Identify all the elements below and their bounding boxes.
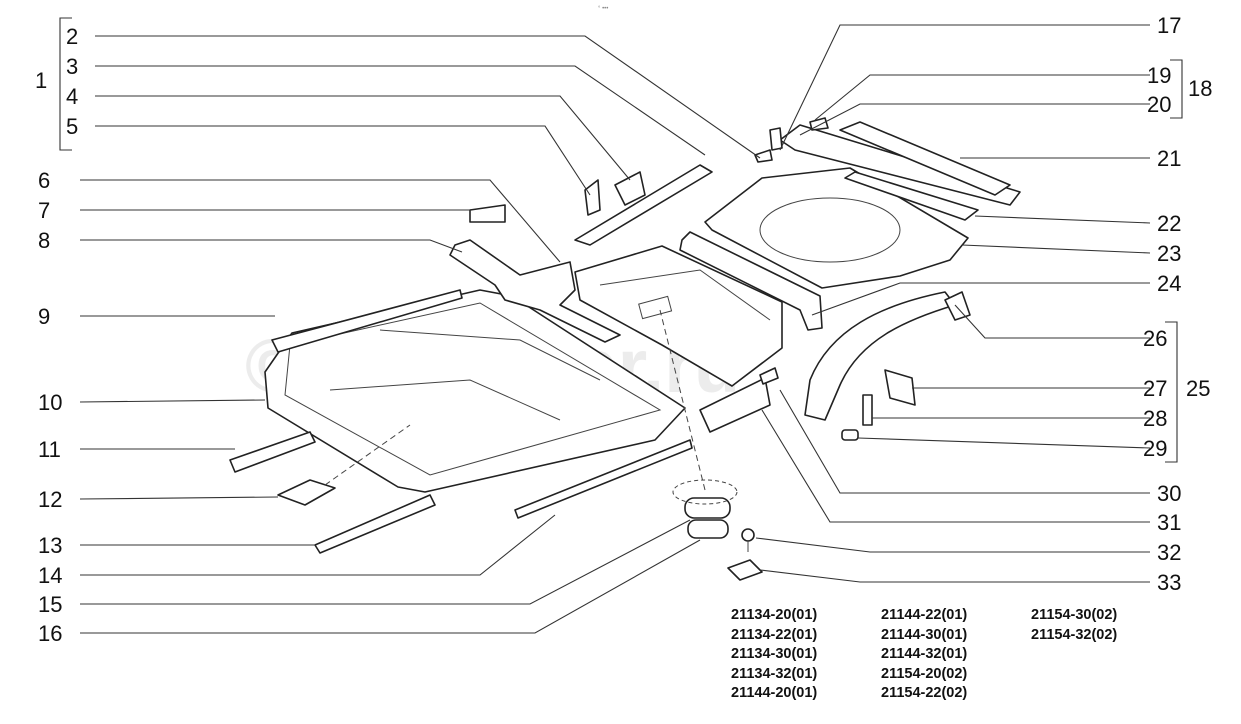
floor-center-panel [574,245,783,387]
callout-7: 7 [38,198,50,223]
model-code: 21144-32(01) [881,646,968,662]
bracket-18 [1170,59,1183,119]
callout-18: 18 [1188,76,1212,101]
callout-1: 1 [35,68,47,93]
model-code: 21134-32(01) [731,665,818,682]
callout-17: 17 [1157,13,1181,38]
rear-panel-strip [779,121,1021,221]
callout-15: 15 [38,592,62,617]
callout-20: 20 [1147,92,1171,117]
callout-30: 30 [1157,481,1181,506]
model-code [1031,645,1181,665]
callout-31: 31 [1157,510,1181,535]
callout-labels: 1 2 3 4 5 6 7 8 9 10 11 12 13 14 15 16 1… [35,13,1212,646]
leader-lines [79,24,1151,634]
callout-3: 3 [66,54,78,79]
callout-4: 4 [66,84,78,109]
model-code: 21144-22(01) [881,607,968,623]
callout-32: 32 [1157,540,1181,565]
model-code [1031,684,1181,704]
callout-6: 6 [38,168,50,193]
model-code: 21154-30(02) [1031,607,1118,623]
callout-25: 25 [1186,376,1210,401]
plug-and-fasteners [277,309,763,581]
callout-8: 8 [38,228,50,253]
bracket-25 [1165,321,1178,463]
model-codes: 21134-20(01) 21144-22(01) 21154-30(02) 2… [731,606,1181,704]
small-brackets [469,117,829,246]
model-code: 21154-20(02) [881,665,968,682]
rear-floor-panel [704,167,969,289]
model-code: 21134-20(01) [731,607,818,623]
callout-9: 9 [38,304,50,329]
callout-22: 22 [1157,211,1181,236]
model-code: 21144-30(01) [881,626,968,643]
callout-29: 29 [1143,436,1167,461]
model-code: 21134-22(01) [731,626,818,643]
model-code: 21144-20(01) [731,685,818,701]
top-mark: ° ••• [598,6,609,12]
model-code: 21134-30(01) [731,646,818,662]
callout-33: 33 [1157,570,1181,595]
callout-27: 27 [1143,376,1167,401]
model-code [1031,665,1181,685]
callout-19: 19 [1147,63,1171,88]
callout-5: 5 [66,114,78,139]
callout-12: 12 [38,487,62,512]
callout-11: 11 [38,437,61,462]
tunnel-crossmember [449,239,621,343]
model-code: 21154-32(02) [1031,626,1118,643]
callout-14: 14 [38,563,62,588]
callout-21: 21 [1157,146,1181,171]
model-code: 21154-22(02) [881,685,968,701]
callout-26: 26 [1143,326,1167,351]
callout-2: 2 [66,24,78,49]
callout-13: 13 [38,533,62,558]
callout-10: 10 [38,390,62,415]
rear-wheel-arch [804,291,971,441]
sills-and-strips [229,289,779,554]
callout-24: 24 [1157,271,1181,296]
callout-16: 16 [38,621,62,646]
rear-crossmember [679,231,823,331]
callout-23: 23 [1157,241,1181,266]
callout-28: 28 [1143,406,1167,431]
bracket-1 [59,17,72,151]
